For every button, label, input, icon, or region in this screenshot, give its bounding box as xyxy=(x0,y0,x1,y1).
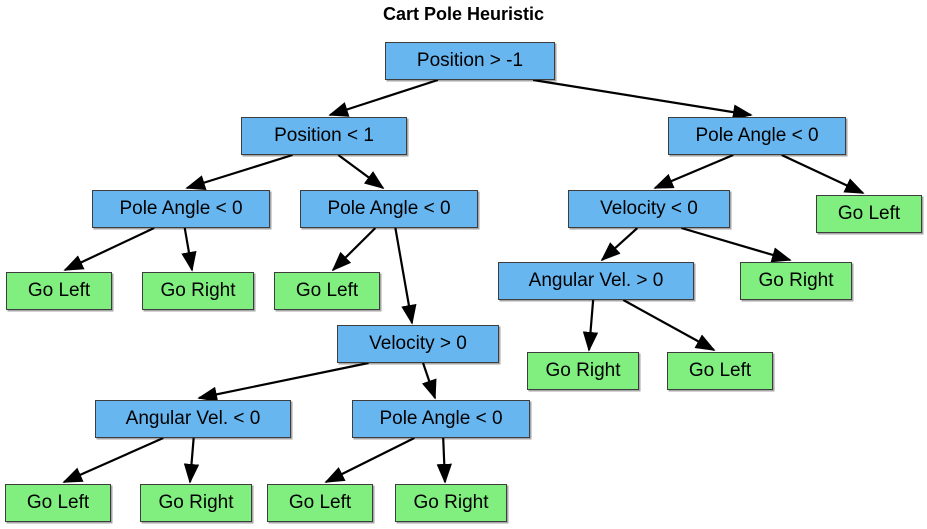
tree-edge xyxy=(600,227,639,262)
node-label: Go Left xyxy=(288,491,352,513)
node-label: Velocity > 0 xyxy=(369,332,467,354)
tree-edge xyxy=(532,78,753,120)
tree-edge xyxy=(436,437,452,484)
tree-edge xyxy=(681,226,792,263)
tree-edge xyxy=(183,437,200,484)
decision-node[interactable]: Velocity < 0 xyxy=(568,190,730,228)
tree-edge xyxy=(181,227,197,272)
tree-edge xyxy=(337,154,385,190)
node-label: Pole Angle < 0 xyxy=(119,197,243,219)
node-label: Position < 1 xyxy=(274,124,374,146)
node-label: Go Right xyxy=(158,491,234,513)
node-label: Go Left xyxy=(27,279,91,301)
tree-edge xyxy=(582,299,599,352)
node-label: Pole Angle < 0 xyxy=(379,407,503,429)
leaf-node[interactable]: Go Right xyxy=(740,262,852,300)
decision-node[interactable]: Position > -1 xyxy=(385,42,555,80)
tree-edge xyxy=(653,153,734,190)
tree-edge xyxy=(328,78,439,117)
leaf-node[interactable]: Go Right xyxy=(395,484,507,522)
decision-node[interactable]: Pole Angle < 0 xyxy=(668,117,846,155)
leaf-node[interactable]: Go Right xyxy=(140,484,252,522)
decision-node[interactable]: Pole Angle < 0 xyxy=(92,190,270,228)
tree-edge xyxy=(324,437,415,483)
leaf-node[interactable]: Go Left xyxy=(667,352,773,390)
node-label: Pole Angle < 0 xyxy=(695,124,819,146)
leaf-node[interactable]: Go Right xyxy=(527,352,639,390)
tree-edge xyxy=(781,154,865,194)
decision-node[interactable]: Pole Angle < 0 xyxy=(300,190,478,228)
node-label: Go Right xyxy=(545,359,621,381)
leaf-node[interactable]: Go Left xyxy=(267,484,373,522)
node-label: Go Left xyxy=(688,359,752,381)
node-label: Angular Vel. > 0 xyxy=(528,269,664,291)
tree-edge xyxy=(185,153,293,190)
tree-edge xyxy=(62,436,164,484)
node-label: Go Right xyxy=(758,269,834,291)
decision-node[interactable]: Angular Vel. > 0 xyxy=(498,262,694,300)
leaf-node[interactable]: Go Right xyxy=(142,272,254,310)
decision-node[interactable]: Angular Vel. < 0 xyxy=(95,400,291,438)
tree-edge xyxy=(394,227,417,325)
leaf-node[interactable]: Go Left xyxy=(6,272,112,310)
tree-edge xyxy=(331,227,377,272)
leaf-node[interactable]: Go Left xyxy=(274,272,380,310)
leaf-node[interactable]: Go Left xyxy=(816,195,922,233)
decision-node[interactable]: Position < 1 xyxy=(241,117,407,155)
node-label: Position > -1 xyxy=(416,49,524,71)
tree-edge xyxy=(622,299,716,351)
node-label: Go Left xyxy=(837,202,901,224)
node-label: Go Left xyxy=(26,491,90,513)
node-label: Go Right xyxy=(413,491,489,513)
node-label: Go Left xyxy=(295,279,359,301)
decision-node[interactable]: Pole Angle < 0 xyxy=(352,400,530,438)
decision-node[interactable]: Velocity > 0 xyxy=(337,325,499,363)
leaf-node[interactable]: Go Left xyxy=(5,484,111,522)
node-label: Angular Vel. < 0 xyxy=(125,407,261,429)
node-label: Pole Angle < 0 xyxy=(327,197,451,219)
tree-edge xyxy=(63,227,155,271)
node-label: Go Right xyxy=(160,279,236,301)
tree-edge xyxy=(421,362,437,400)
node-label: Velocity < 0 xyxy=(600,197,698,219)
page-title: Cart Pole Heuristic xyxy=(382,4,545,24)
tree-edge xyxy=(197,361,369,402)
